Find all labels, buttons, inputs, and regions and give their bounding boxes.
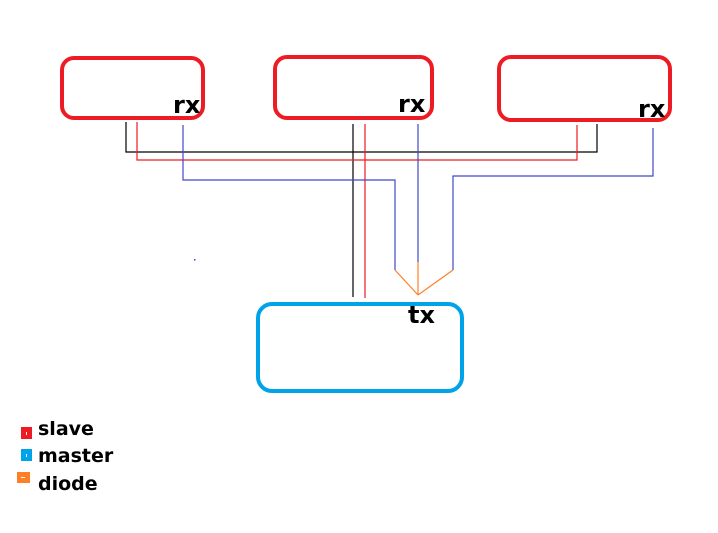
stray-dot [194,259,196,261]
legend-label-master: master [38,445,114,467]
slave-1-label: rx [173,91,201,119]
diode-1 [394,269,419,296]
legend-label-diode: diode [38,473,98,495]
slave-2-label: rx [398,90,426,118]
master-label: tx [408,301,435,329]
black-wire [125,122,598,153]
diode-3 [417,269,454,296]
slave-box-1 [60,56,205,120]
slave-box-3 [497,55,672,122]
master-box [256,302,464,393]
blue-wire-1 [182,125,396,270]
red-wire [136,122,578,161]
slave-box-2 [273,55,434,120]
slave-3-label: rx [638,95,666,123]
legend: slave master diode [17,418,114,495]
legend-label-slave: slave [38,418,94,440]
blue-wire-3 [452,128,654,270]
